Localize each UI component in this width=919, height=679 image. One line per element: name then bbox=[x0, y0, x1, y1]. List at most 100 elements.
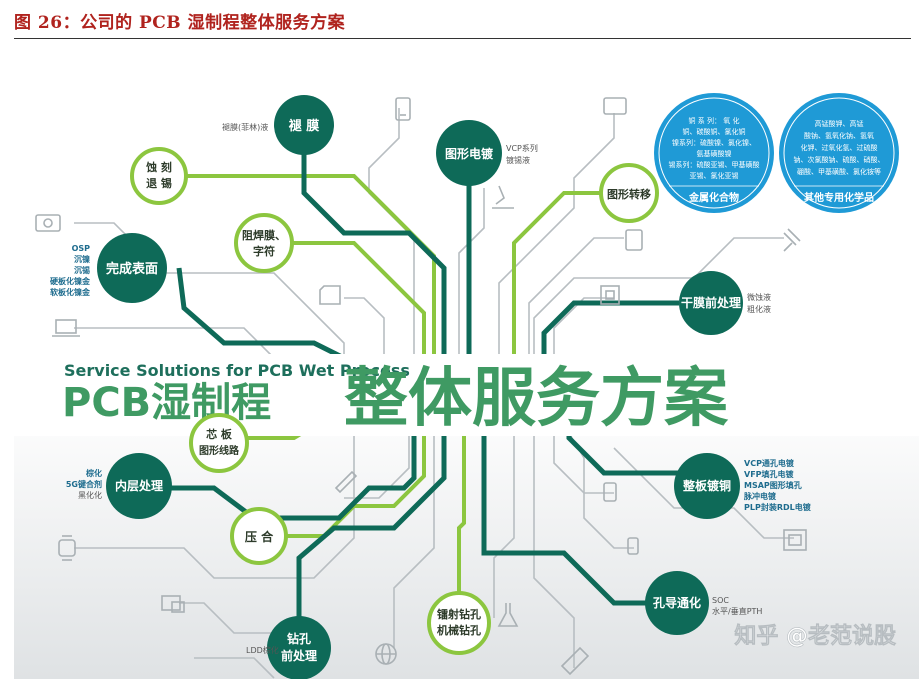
hub-kongdao-label: 孔导通化 bbox=[653, 595, 701, 610]
node-tuxing-zhuanyi-label: 图形转移 bbox=[607, 187, 651, 201]
node-xinban-label-1: 芯 板 bbox=[206, 427, 233, 441]
node-xinban: 芯 板 图形线路 bbox=[189, 413, 249, 473]
bubble-other-line-3: 化钾、过氧化氢、过硫酸 bbox=[801, 143, 878, 152]
banner-subtitle: Service Solutions for PCB Wet Process bbox=[64, 361, 410, 380]
camera-icon bbox=[35, 214, 61, 232]
note-zhengban-1: VCP通孔电镀 bbox=[744, 458, 795, 468]
phone-icon bbox=[395, 97, 411, 121]
caption-rule bbox=[14, 38, 911, 39]
bubble-metal-line-6: 亚锡、氯化亚锡 bbox=[690, 171, 739, 180]
test-tube-icon bbox=[334, 470, 358, 494]
node-yahe: 压 合 bbox=[230, 507, 288, 565]
note-zhengban-5: PLP封装RDL电镀 bbox=[744, 502, 812, 512]
watermark: 知乎 @老范说股 bbox=[734, 623, 896, 649]
note-kongdao-2: 水平/垂直PTH bbox=[712, 606, 762, 616]
tablet-small-icon bbox=[625, 229, 643, 251]
node-tuxing-zhuanyi: 图形转移 bbox=[599, 163, 659, 223]
flask-icon bbox=[497, 603, 519, 627]
node-shike-label-2: 退 锡 bbox=[146, 176, 172, 190]
hub-ganmo: 干膜前处理 bbox=[679, 271, 743, 335]
hub-jinmo-label: 褪 膜 bbox=[289, 118, 320, 134]
tablet-icon bbox=[603, 97, 627, 115]
hub-zuankong-label-2: 前处理 bbox=[281, 648, 317, 663]
figure-caption: 图 26：公司的 PCB 湿制程整体服务方案 bbox=[14, 13, 346, 33]
bubble-metal-line-2: 铜、碳酸铜、氯化铜 bbox=[683, 127, 746, 136]
node-zuhan-label-2: 字符 bbox=[253, 244, 275, 258]
bubble-metal-line-3: 镍系列：硫酸镍、氯化镍、 bbox=[672, 138, 756, 147]
banner-title-b: 整体服务方案 bbox=[344, 362, 729, 436]
note-zhengban-4: 脉冲电镀 bbox=[743, 491, 777, 501]
pcb-wet-process-diagram: Service Solutions for PCB Wet Process PC… bbox=[14, 58, 919, 679]
hub-jinmo: 褪 膜 bbox=[274, 95, 334, 155]
bubble-metal-line-1: 铜 系 列： 氧 化 bbox=[689, 116, 740, 125]
bubble-other-line-5: 硼酸、甲基磺酸、氯化铵等 bbox=[797, 167, 881, 176]
satellite-icon bbox=[783, 228, 801, 252]
note-vcp-1: VCP系列 bbox=[506, 143, 538, 153]
hub-tuxing-diandu: 图形电镀 bbox=[436, 120, 502, 186]
node-xinban-label-2: 图形线路 bbox=[199, 444, 240, 457]
node-zuhan: 阻焊膜、 字符 bbox=[234, 213, 294, 273]
node-leishe: 镭射钻孔 机械钻孔 bbox=[427, 591, 491, 655]
note-osp-1: OSP bbox=[72, 244, 91, 253]
note-tuimo: 褪膜(菲林)液 bbox=[222, 122, 268, 132]
hub-neiceng: 内层处理 bbox=[106, 453, 172, 519]
phone-small-icon bbox=[627, 537, 639, 555]
bubble-other-label: 其他专用化学品 bbox=[804, 191, 874, 204]
node-zuhan-label-1: 阻焊膜、 bbox=[242, 228, 286, 242]
hub-neiceng-label: 内层处理 bbox=[115, 478, 163, 493]
bubble-other-line-2: 酸钠、氢氧化钠、氢氧 bbox=[804, 131, 874, 140]
node-shike: 蚀 刻 退 锡 bbox=[130, 147, 188, 205]
note-neiceng-3: 黑化化 bbox=[78, 490, 102, 500]
devices-icon bbox=[161, 595, 185, 613]
watch-icon bbox=[58, 535, 76, 561]
note-zhengban-3: MSAP图形填孔 bbox=[744, 480, 802, 490]
laptop-icon bbox=[52, 319, 80, 337]
ssd-icon bbox=[560, 646, 590, 676]
note-osp-5: 软板化镍金 bbox=[50, 287, 91, 297]
note-neiceng: 棕化 5G键合剂 黑化化 bbox=[66, 468, 102, 500]
note-osp-2: 沉镍 bbox=[74, 254, 90, 264]
hub-wancheng-biaomian: 完成表面 bbox=[97, 233, 167, 303]
note-osp-4: 硬板化镍金 bbox=[50, 276, 91, 286]
chip-icon bbox=[600, 285, 620, 305]
hub-ganmo-label: 干膜前处理 bbox=[681, 295, 741, 310]
note-zhengban-2: VFP填孔电镀 bbox=[744, 469, 795, 479]
node-yahe-label: 压 合 bbox=[245, 529, 274, 544]
note-vcp-2: 镀锡液 bbox=[506, 155, 530, 165]
note-neiceng-2: 5G键合剂 bbox=[66, 479, 102, 489]
hub-zhengban-label: 整板镀铜 bbox=[682, 478, 731, 493]
mobile-icon bbox=[603, 482, 617, 502]
banner-background bbox=[14, 354, 919, 436]
hub-zhengban: 整板镀铜 bbox=[674, 453, 740, 519]
sd-card-icon bbox=[319, 285, 341, 305]
node-shike-label-1: 蚀 刻 bbox=[145, 160, 172, 174]
chip-large-icon bbox=[783, 529, 807, 551]
node-leishe-label-1: 镭射钻孔 bbox=[437, 607, 481, 621]
microscope-icon bbox=[492, 185, 514, 209]
teal-connector-lines bbox=[154, 153, 709, 618]
hub-kongdao: 孔导通化 bbox=[645, 571, 709, 635]
decorative-icons bbox=[35, 97, 807, 676]
bubble-other: 高锰酸钾、高锰 酸钠、氢氧化钠、氢氧 化钾、过氧化氢、过硫酸 钠、次氯酸钠、硫酸… bbox=[779, 93, 899, 213]
hub-zuankong-label-1: 钻孔 bbox=[287, 631, 311, 646]
note-zuankong: LDD棕化 bbox=[246, 645, 279, 655]
note-ganmo-2: 粗化液 bbox=[747, 304, 771, 314]
node-leishe-label-2: 机械钻孔 bbox=[437, 623, 481, 637]
bubble-other-line-4: 钠、次氯酸钠、硫酸、硝酸、 bbox=[794, 155, 885, 164]
bubble-metal: 铜 系 列： 氧 化 铜、碳酸铜、氯化铜 镍系列：硫酸镍、氯化镍、 氨基磺酸镍 … bbox=[654, 93, 774, 213]
bubble-other-line-1: 高锰酸钾、高锰 bbox=[815, 119, 864, 128]
note-neiceng-1: 棕化 bbox=[85, 468, 102, 478]
banner-title-a: PCB湿制程 bbox=[62, 380, 271, 426]
note-osp: OSP 沉镍 沉锡 硬板化镍金 软板化镍金 bbox=[50, 244, 91, 297]
note-zhengban: VCP通孔电镀 VFP填孔电镀 MSAP图形填孔 脉冲电镀 PLP封装RDL电镀 bbox=[743, 458, 812, 512]
banner: Service Solutions for PCB Wet Process PC… bbox=[14, 354, 919, 436]
note-ganmo-1: 微蚀液 bbox=[747, 292, 771, 302]
hub-tuxing-diandu-label: 图形电镀 bbox=[445, 146, 494, 161]
hub-wancheng-biaomian-label: 完成表面 bbox=[106, 261, 158, 277]
note-osp-3: 沉锡 bbox=[74, 265, 90, 275]
bubble-metal-label: 金属化合物 bbox=[688, 191, 739, 204]
bubble-metal-line-5: 锡系列：硫酸亚锡、甲基磺酸 bbox=[669, 160, 760, 169]
hub-zuankong: 钻孔 前处理 bbox=[267, 616, 331, 679]
note-kongdao-1: SOC bbox=[712, 596, 729, 605]
bubble-metal-line-4: 氨基磺酸镍 bbox=[697, 149, 732, 158]
